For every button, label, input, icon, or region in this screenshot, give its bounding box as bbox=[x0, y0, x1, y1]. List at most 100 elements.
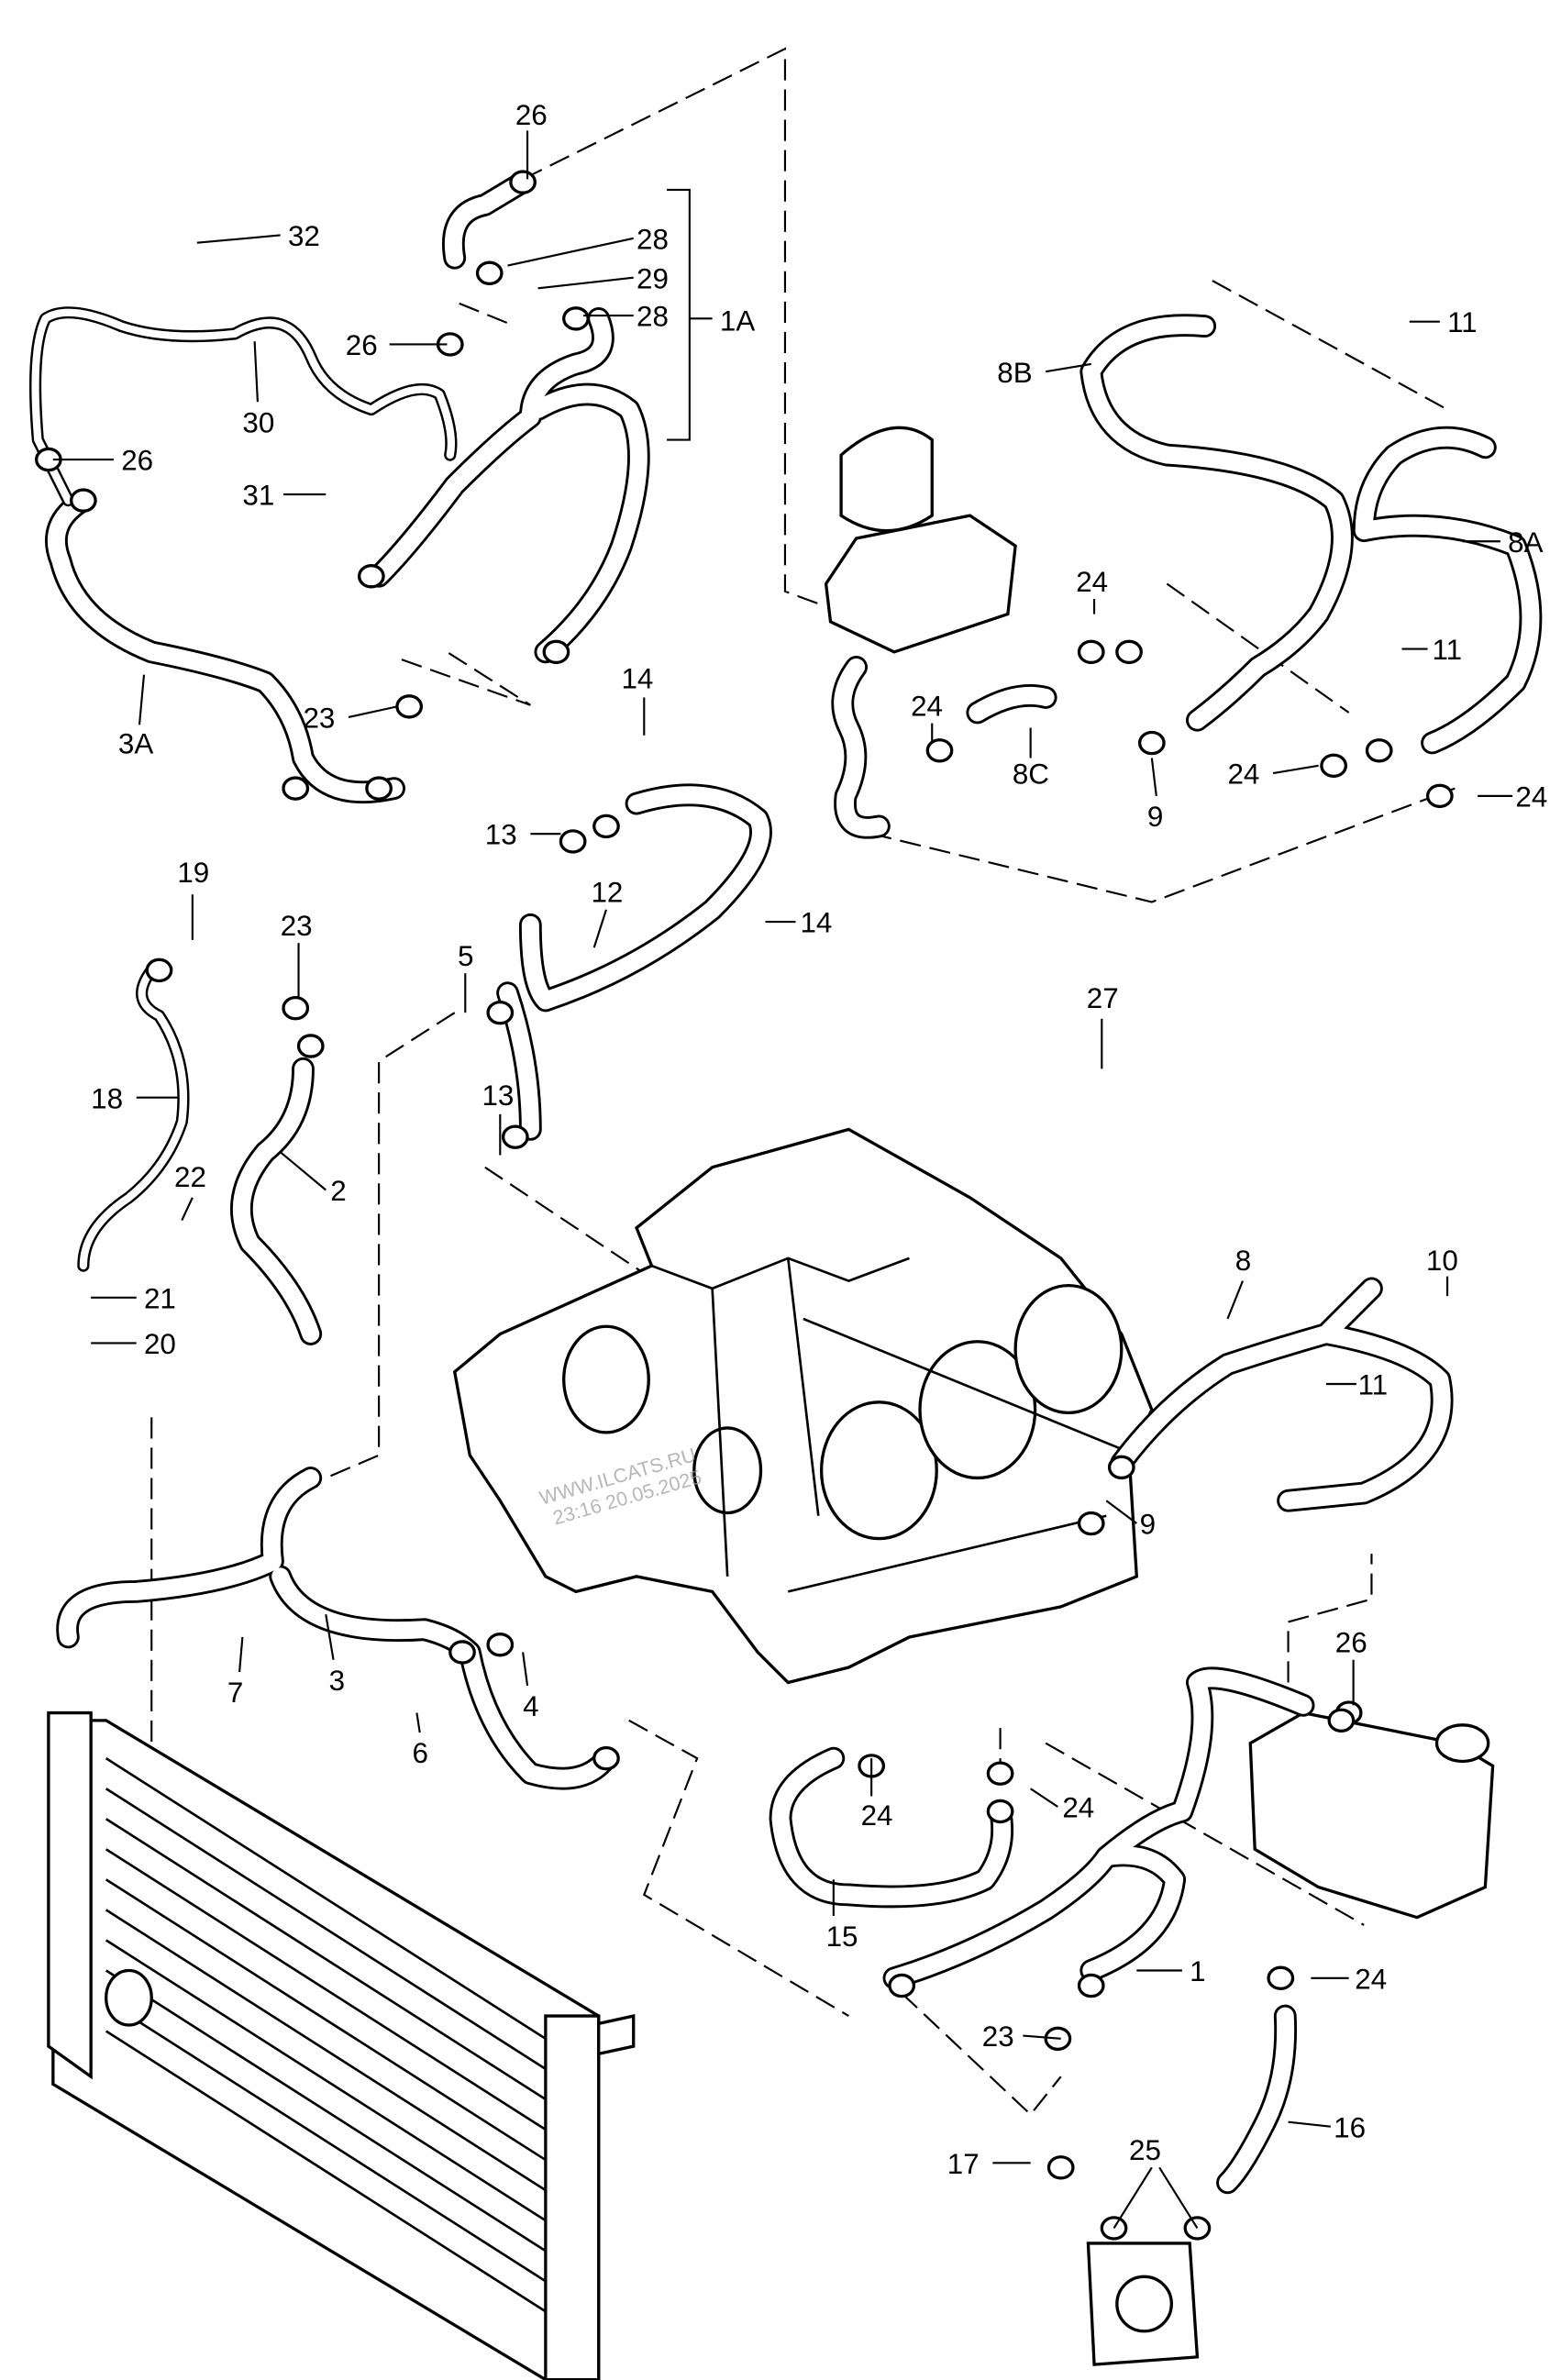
part-label-26: 26 bbox=[1335, 1626, 1367, 1658]
hose-clamp bbox=[925, 738, 954, 763]
part-label-27: 27 bbox=[1087, 982, 1119, 1014]
leader-line bbox=[238, 1636, 244, 1673]
part-label-24: 24 bbox=[1355, 1963, 1387, 1995]
part-label-11: 11 bbox=[1358, 1369, 1389, 1401]
part-label-31: 31 bbox=[242, 480, 274, 512]
part-label-16: 16 bbox=[1334, 2111, 1366, 2143]
leader-line bbox=[1272, 764, 1319, 775]
part-label-25: 25 bbox=[1129, 2134, 1161, 2166]
hose-18 bbox=[79, 966, 188, 1270]
part-label-3A: 3A bbox=[118, 728, 153, 760]
hose-clamp bbox=[70, 488, 97, 513]
leader-line bbox=[1288, 2120, 1331, 2128]
leader-line bbox=[1023, 2034, 1061, 2040]
leader-line bbox=[1113, 2166, 1199, 2229]
expansion-tank-lower bbox=[1248, 1710, 1495, 1920]
part-label-17: 17 bbox=[947, 2148, 980, 2180]
hose-clamp bbox=[562, 306, 590, 331]
engine-block bbox=[452, 1127, 1154, 1685]
part-label-12: 12 bbox=[591, 877, 623, 909]
leader-line bbox=[415, 1712, 421, 1733]
hose-2 bbox=[232, 1059, 320, 1343]
leader-line bbox=[138, 674, 146, 725]
hose-clamp bbox=[1365, 738, 1393, 763]
part-label-28: 28 bbox=[637, 223, 669, 255]
part-label-26: 26 bbox=[515, 99, 548, 131]
hose-clamp bbox=[1077, 1511, 1105, 1536]
hose-clamp bbox=[357, 564, 385, 589]
hoses bbox=[28, 171, 1543, 2195]
leader-line bbox=[280, 1151, 327, 1191]
part-label-21: 21 bbox=[144, 1282, 176, 1314]
part-label-26: 26 bbox=[121, 445, 153, 477]
part-label-8A: 8A bbox=[1508, 526, 1543, 559]
hose-clamp bbox=[395, 694, 424, 719]
hose-clamp bbox=[1320, 753, 1348, 779]
expansion-tank-upper bbox=[824, 426, 1017, 654]
leader-line bbox=[1045, 362, 1091, 373]
hose-clamp bbox=[365, 776, 393, 801]
leader-line bbox=[1150, 758, 1157, 796]
part-label-9: 9 bbox=[1140, 1509, 1156, 1541]
hose-clamp bbox=[1077, 1973, 1105, 1998]
part-label-22: 22 bbox=[174, 1161, 206, 1193]
hose-1 bbox=[885, 1669, 1312, 1987]
leader-line bbox=[1030, 1788, 1058, 1808]
hose-3A bbox=[45, 489, 406, 804]
leader-line bbox=[348, 705, 398, 718]
hose-3A bbox=[47, 492, 404, 802]
hose-clamp bbox=[282, 995, 310, 1021]
part-label-2: 2 bbox=[330, 1175, 346, 1207]
hose-clamp bbox=[1115, 639, 1143, 665]
part-label-14: 14 bbox=[621, 663, 653, 695]
hose-clamp bbox=[1107, 1455, 1135, 1480]
part-label-24: 24 bbox=[1227, 758, 1259, 791]
part-label-26: 26 bbox=[346, 329, 378, 361]
hose-30 bbox=[31, 308, 456, 504]
part-label-32: 32 bbox=[288, 220, 320, 252]
hose-clamp bbox=[888, 1973, 916, 1998]
hose-clamp bbox=[509, 170, 537, 194]
part-label-5: 5 bbox=[458, 940, 473, 972]
hose-1A bbox=[370, 173, 648, 661]
hose-8C bbox=[969, 686, 1055, 722]
hose-clamp bbox=[1267, 1965, 1295, 1990]
hose-clamp bbox=[1137, 730, 1166, 756]
hose-clamp bbox=[986, 1799, 1014, 1824]
hose-clamp bbox=[1046, 2155, 1075, 2180]
hose-clamp bbox=[986, 1761, 1014, 1786]
leader-line bbox=[507, 237, 634, 267]
part-label-14: 14 bbox=[800, 907, 832, 939]
part-label-6: 6 bbox=[412, 1737, 427, 1769]
leader-line bbox=[181, 1197, 194, 1222]
part-label-7: 7 bbox=[227, 1677, 243, 1709]
part-label-24: 24 bbox=[911, 690, 943, 722]
hose-clamp bbox=[542, 639, 570, 665]
hose-clamp bbox=[501, 1124, 529, 1149]
part-label-1: 1 bbox=[1190, 1955, 1205, 1987]
part-label-23: 23 bbox=[281, 910, 313, 942]
radiator bbox=[47, 1710, 636, 2380]
bracket-1A bbox=[667, 188, 713, 441]
hose-1 bbox=[882, 1666, 1315, 1990]
part-label-15: 15 bbox=[826, 1921, 858, 1953]
part-label-1A: 1A bbox=[720, 305, 755, 338]
part-label-30: 30 bbox=[242, 406, 274, 438]
oil-cooler bbox=[1086, 2242, 1200, 2366]
part-label-24: 24 bbox=[1062, 1792, 1094, 1824]
hose-clamp bbox=[592, 814, 620, 839]
hose-clamp bbox=[486, 1633, 515, 1657]
part-label-11: 11 bbox=[1433, 634, 1463, 666]
hose-clamp bbox=[1077, 639, 1105, 665]
part-label-24: 24 bbox=[861, 1799, 893, 1832]
part-label-8C: 8C bbox=[1013, 758, 1049, 791]
leader-line bbox=[325, 1614, 335, 1660]
hose-clamp bbox=[559, 829, 587, 854]
hose-clamp bbox=[448, 1640, 476, 1665]
hose-12 bbox=[499, 786, 769, 1138]
hose-15 bbox=[771, 1749, 1012, 1906]
leader-line bbox=[537, 276, 634, 290]
